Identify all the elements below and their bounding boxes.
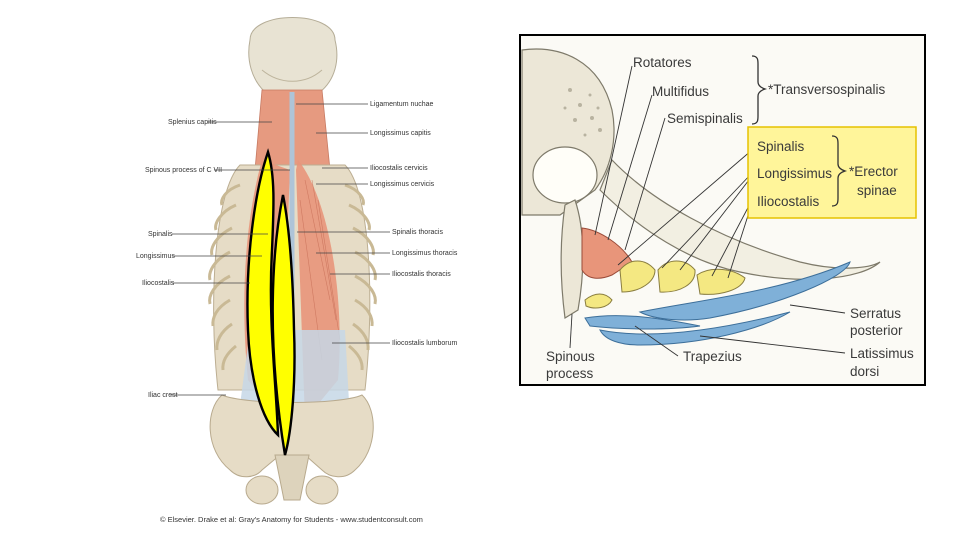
label-serratus-line1: Serratus [850, 306, 901, 321]
label-serratus-line2: posterior [850, 323, 903, 338]
label-spinalis: Spinalis [148, 231, 173, 238]
label-ligamentum-nuchae: Ligamentum nuchae [370, 101, 434, 108]
left-labels-right: Ligamentum nuchae Longissimus capitis Il… [296, 101, 458, 347]
erector-spinae-bracket [831, 135, 848, 207]
femoral-head-left [245, 475, 279, 505]
label-longissimus-thoracis: Longissimus thoracis [392, 250, 458, 257]
label-iliocostalis-lumborum: Iliocostalis lumborum [392, 340, 458, 347]
label-iliocostalis-thoracis: Iliocostalis thoracis [392, 271, 451, 278]
bone-texture [563, 88, 602, 137]
label-erector-line1: *Erector [849, 164, 898, 179]
label-spinous-process-c7: Spinous process of C VII [145, 167, 222, 174]
back-muscles-illustration [208, 17, 377, 505]
label-longissimus-capitis: Longissimus capitis [370, 130, 431, 137]
label-transversospinalis: *Transversospinalis [768, 82, 886, 97]
label-latissimus-line1: Latissimus [850, 346, 914, 361]
sacrum [274, 454, 310, 501]
cross-section-leaders [569, 65, 846, 357]
label-spinous-line1: Spinous [546, 349, 595, 364]
label-iliocostalis: Iliocostalis [142, 280, 175, 287]
latissimus-dorsi-muscle [599, 311, 791, 346]
pelvis [209, 394, 374, 478]
spinous-process [560, 199, 584, 319]
trapezius-muscle [584, 315, 701, 330]
cross-section-labels: Rotatores Multifidus Semispinalis *Trans… [546, 55, 914, 381]
erector-bundle-1 [619, 260, 656, 293]
serratus-posterior-muscle [638, 261, 851, 321]
cross-section-figure [519, 34, 926, 386]
label-trapezius: Trapezius [683, 349, 742, 364]
label-latissimus-line2: dorsi [850, 364, 879, 379]
label-multifidus: Multifidus [652, 84, 709, 99]
spinal-canal [532, 146, 598, 204]
transverse-process [599, 158, 881, 280]
erector-bundle-4 [584, 293, 613, 309]
label-longissimus: Longissimus [136, 253, 175, 260]
label-longissimus-cs: Longissimus [757, 166, 832, 181]
label-spinalis-thoracis: Spinalis thoracis [392, 229, 443, 236]
label-spinous-line2: process [546, 366, 594, 381]
erector-bundle-2 [657, 260, 696, 293]
left-labels-left: Splenius capitis Spinous process of C VI… [136, 119, 290, 399]
highlight-longissimus [271, 194, 296, 456]
label-iliocostalis-cs: Iliocostalis [757, 194, 820, 209]
figure-credit: © Elsevier. Drake et al: Gray's Anatomy … [160, 515, 423, 524]
erector-bundle-3 [696, 268, 746, 295]
erector-spinae-highlight-box [747, 126, 917, 219]
label-spinalis-cs: Spinalis [757, 139, 805, 154]
label-erector-line2: spinae [857, 183, 897, 198]
label-splenius-capitis: Splenius capitis [168, 119, 217, 126]
highlight-iliocostalis [246, 148, 280, 438]
label-rotatores: Rotatores [633, 55, 692, 70]
femoral-head-right [305, 475, 339, 505]
label-semispinalis: Semispinalis [667, 111, 743, 126]
label-iliocostalis-cervicis: Iliocostalis cervicis [370, 165, 428, 172]
label-iliac-crest: Iliac crest [148, 392, 178, 399]
label-longissimus-cervicis: Longissimus cervicis [370, 181, 435, 188]
skull [248, 17, 338, 93]
transversospinalis-bracket [751, 55, 768, 125]
